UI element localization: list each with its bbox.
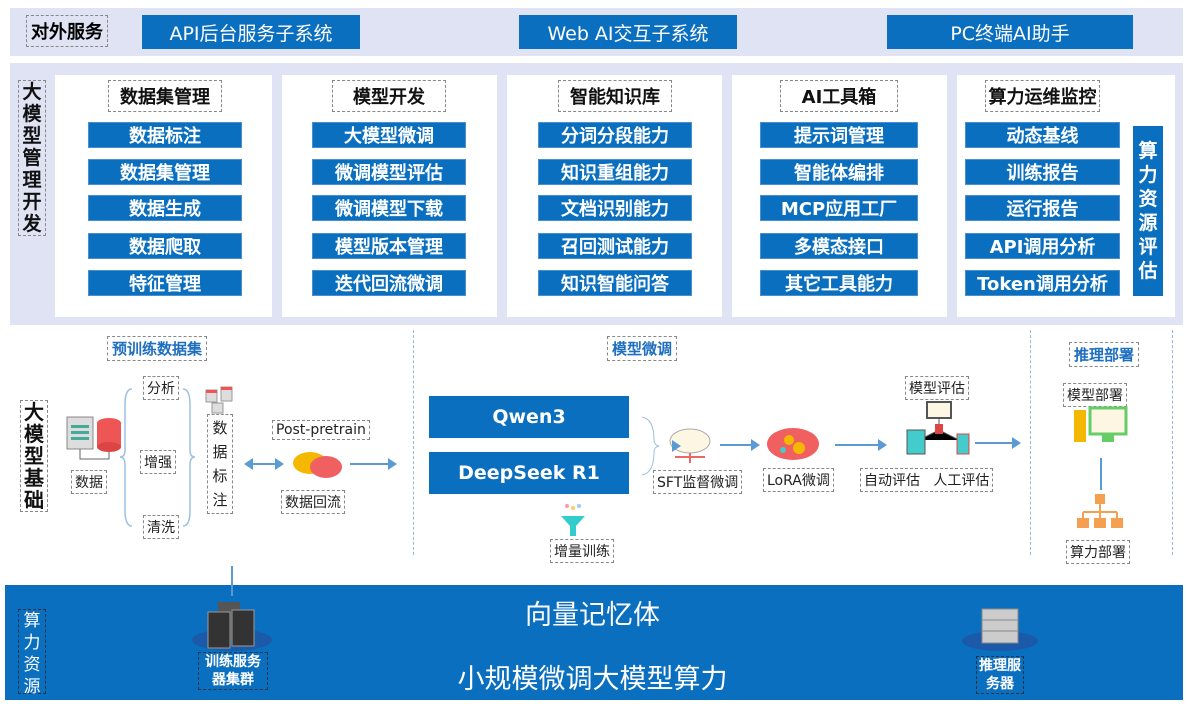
panel-item[interactable]: 多模态接口 [760,233,918,259]
separator [1030,330,1031,555]
panel-title: 算力运维监控 [985,80,1100,112]
brace [120,388,196,527]
pc-ai-assistant[interactable]: PC终端AI助手 [887,15,1133,49]
finetune-title: 模型微调 [607,336,678,361]
panel-item[interactable]: 数据标注 [88,122,242,148]
panel-item[interactable]: Token调用分析 [965,270,1120,296]
panel-item[interactable]: 文档识别能力 [538,195,692,221]
panel-title: 模型开发 [332,80,446,112]
server-cluster-icon [192,602,272,651]
arrow [835,439,887,451]
compute-deploy-icon [1077,494,1123,528]
auto-eval: 自动评估 [864,473,920,489]
lora-label: LoRA微调 [763,468,834,492]
manual-eval: 人工评估 [933,473,990,489]
devices-icon [906,401,970,455]
panel-item[interactable]: 分词分段能力 [538,122,692,148]
training-cluster-label: 训练服务器集群 [198,652,268,690]
api-backend-subsystem[interactable]: API后台服务子系统 [142,15,360,49]
data-label: 数据 [71,470,107,494]
panel-item[interactable]: 模型版本管理 [312,233,466,259]
panel-title: AI工具箱 [780,80,898,112]
pretrain-title: 预训练数据集 [107,336,208,361]
panel-item[interactable]: 迭代回流微调 [312,270,466,296]
data-reflow-icon [293,452,342,478]
panel-item[interactable]: 数据生成 [88,195,242,221]
separator [413,330,414,555]
model-deepseek-r1[interactable]: DeepSeek R1 [429,452,629,494]
panel-item[interactable]: MCP应用工厂 [760,195,918,221]
panel-item[interactable]: API调用分析 [965,233,1120,259]
panel-item[interactable]: 微调模型评估 [312,159,466,185]
arrow [720,439,760,451]
sft-label: SFT监督微调 [653,470,743,494]
external-services-label: 对外服务 [26,15,108,47]
step-analysis: 分析 [143,376,179,400]
bidirectional-arrow [244,458,284,470]
management-label: 大模型管理开发 [18,80,46,236]
small-scale-compute: 小规模微调大模型算力 [457,664,728,695]
funnel-icon [561,504,585,536]
step-enhance: 增强 [140,450,176,474]
model-deploy-label: 模型部署 [1063,383,1127,407]
panel-title: 数据集管理 [108,80,222,112]
panel-item[interactable]: 智能体编排 [760,159,918,185]
model-deploy-icon [1074,406,1128,442]
deploy-title: 推理部署 [1069,342,1140,367]
compute-resource-evaluation[interactable]: 算力资源评估 [1133,126,1163,296]
auto-eval-label: 自动评估 人工评估 [860,468,994,492]
inference-server-label: 推理服务器 [976,656,1024,694]
brace [641,416,660,476]
panel-item[interactable]: 运行报告 [965,195,1120,221]
up-arrow [231,566,233,596]
panel-item[interactable]: 其它工具能力 [760,270,918,296]
compute-label: 算力资源 [18,609,46,697]
panel-item[interactable]: 训练报告 [965,159,1120,185]
panel-item[interactable]: 知识重组能力 [538,159,692,185]
panel-item[interactable]: 数据集管理 [88,159,242,185]
panel-title: 智能知识库 [558,80,672,112]
compute-deploy-label: 算力部署 [1066,540,1130,564]
arrow [975,437,1021,449]
panel-item[interactable]: 特征管理 [88,270,242,296]
up-arrow [1100,458,1102,490]
foundation-label: 大模型基础 [20,400,48,512]
panel-item[interactable]: 大模型微调 [312,122,466,148]
web-ai-subsystem[interactable]: Web AI交互子系统 [519,15,737,49]
panel-item[interactable]: 知识智能问答 [538,270,692,296]
inference-server-icon [962,608,1038,651]
annotation-icon [205,386,233,414]
panel-item[interactable]: 动态基线 [965,122,1120,148]
vector-memory: 向量记忆体 [525,600,660,631]
model-qwen3[interactable]: Qwen3 [429,396,629,438]
step-clean: 清洗 [143,515,179,539]
panel-item[interactable]: 数据爬取 [88,233,242,259]
annotation-label: 数据标注 [207,414,233,514]
post-pretrain-label: Post-pretrain [272,420,370,440]
data-icon [66,416,121,460]
incremental-training-label: 增量训练 [550,539,614,563]
panel-item[interactable]: 召回测试能力 [538,233,692,259]
panel-item[interactable]: 提示词管理 [760,122,918,148]
data-reflow-label: 数据回流 [281,490,345,514]
arrow [350,458,397,470]
panel-item[interactable]: 微调模型下载 [312,195,466,221]
lora-cloud-icon [767,428,819,460]
model-eval-title: 模型评估 [905,376,969,400]
separator [1172,330,1173,555]
